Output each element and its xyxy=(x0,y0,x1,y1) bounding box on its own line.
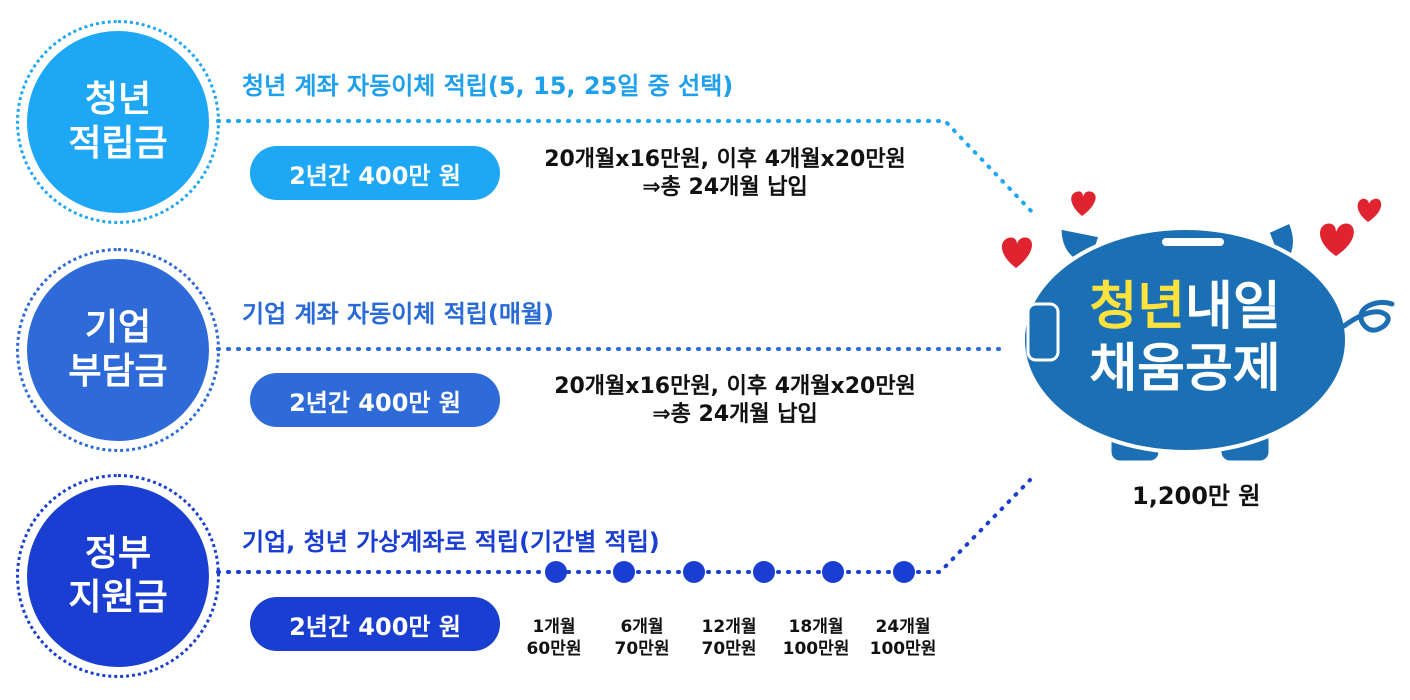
circle-government-support: 정부 지원금 xyxy=(16,474,220,678)
payment-description: 20개월x16만원, 이후 4개월x20만원 ⇒총 24개월 납입 xyxy=(530,373,940,429)
row-heading: 청년 계좌 자동이체 적립(5, 15, 25일 중 선택) xyxy=(242,72,734,100)
payment-description: 20개월x16만원, 이후 4개월x20만원 ⇒총 24개월 납입 xyxy=(520,146,930,202)
timeline-dot-6 xyxy=(893,561,915,583)
circle-label-line1: 청년 xyxy=(84,79,152,120)
payment-description-line1: 20개월x16만원, 이후 4개월x20만원 xyxy=(544,147,906,172)
payment-description-line2: ⇒총 24개월 납입 xyxy=(642,175,808,200)
circle-label-line2: 지원금 xyxy=(68,577,168,618)
timeline-step: 24개월 100만원 xyxy=(858,616,948,660)
total-amount: 1,200만 원 xyxy=(1132,482,1261,510)
connector-line-3 xyxy=(216,478,1032,574)
row-heading: 기업 계좌 자동이체 적립(매월) xyxy=(242,300,554,328)
piggy-title-rest: 내일 xyxy=(1185,277,1281,337)
heart-icon xyxy=(1357,198,1382,222)
piggy-title-highlight: 청년 xyxy=(1089,277,1185,337)
circle-badge: 정부 지원금 xyxy=(27,485,209,667)
timeline-dot-4 xyxy=(753,561,775,583)
circle-label-line1: 기업 xyxy=(84,307,152,348)
heart-icon xyxy=(1071,191,1096,216)
circle-label-line2: 부담금 xyxy=(68,351,168,392)
timeline-step: 6개월 70만원 xyxy=(597,616,687,660)
step-amount: 60만원 xyxy=(526,639,582,659)
amount-pill: 2년간 400만 원 xyxy=(250,597,500,651)
amount-pill: 2년간 400만 원 xyxy=(250,373,500,427)
step-amount: 100만원 xyxy=(869,639,937,659)
step-period: 18개월 xyxy=(788,617,844,637)
piggy-title-line1: 청년내일 xyxy=(1065,276,1305,338)
piggy-title-line2: 채움공제 xyxy=(1089,339,1281,399)
payment-description-line2: ⇒총 24개월 납입 xyxy=(652,402,818,427)
step-amount: 70만원 xyxy=(701,639,757,659)
step-period: 6개월 xyxy=(620,617,664,637)
circle-youth-savings: 청년 적립금 xyxy=(16,20,220,224)
circle-company-contribution: 기업 부담금 xyxy=(16,248,220,452)
step-amount: 70만원 xyxy=(614,639,670,659)
step-period: 24개월 xyxy=(875,617,931,637)
heart-icon xyxy=(1320,223,1354,256)
piggy-bank-icon xyxy=(1021,219,1395,464)
payment-description-line1: 20개월x16만원, 이후 4개월x20만원 xyxy=(554,374,916,399)
amount-pill: 2년간 400만 원 xyxy=(250,146,500,200)
step-period: 1개월 xyxy=(532,617,576,637)
circle-label-line1: 정부 xyxy=(84,533,152,574)
connector-line-1 xyxy=(216,119,1034,214)
timeline-dot-3 xyxy=(683,561,705,583)
circle-badge: 기업 부담금 xyxy=(27,259,209,441)
circle-badge: 청년 적립금 xyxy=(27,31,209,213)
timeline-dot-1 xyxy=(545,561,567,583)
circle-label-line2: 적립금 xyxy=(68,123,168,164)
heart-icon xyxy=(1001,237,1032,268)
timeline-step: 1개월 60만원 xyxy=(509,616,599,660)
timeline-step: 18개월 100만원 xyxy=(771,616,861,660)
row-heading: 기업, 청년 가상계좌로 적립(기간별 적립) xyxy=(242,528,660,556)
timeline-dot-5 xyxy=(822,561,844,583)
timeline-step: 12개월 70만원 xyxy=(684,616,774,660)
timeline-dot-2 xyxy=(613,561,635,583)
step-amount: 100만원 xyxy=(782,639,850,659)
step-period: 12개월 xyxy=(701,617,757,637)
piggy-title: 청년내일 채움공제 xyxy=(1065,276,1305,400)
